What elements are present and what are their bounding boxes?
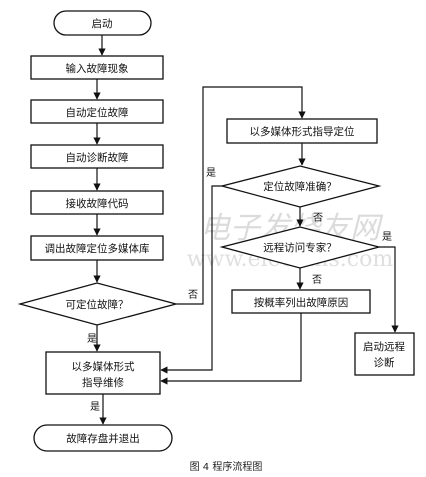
node-start-label: 启动 xyxy=(92,17,113,30)
edge-remote-expert-yes xyxy=(379,246,399,333)
node-launch-remote-line2: 诊断 xyxy=(374,356,395,369)
node-receive-code-label: 接收故障代码 xyxy=(66,197,129,210)
node-auto-diagnose-label: 自动诊断故障 xyxy=(66,151,129,164)
label-remote-expert-no: 否 xyxy=(312,274,322,286)
node-start: 启动 xyxy=(53,10,152,36)
node-list-causes-label: 按概率列出故障原因 xyxy=(254,296,349,309)
node-save-exit: 故障存盘并退出 xyxy=(33,424,173,452)
node-list-causes: 按概率列出故障原因 xyxy=(231,289,371,314)
decision-remote-expert: 远程访问专家？ xyxy=(219,226,382,269)
node-save-exit-label: 故障存盘并退出 xyxy=(66,432,140,445)
label-can-locate-no: 否 xyxy=(188,289,198,301)
label-guide-repair-yes: 是 xyxy=(90,401,100,413)
label-locate-correct-no: 否 xyxy=(313,212,323,224)
decision-can-locate-label: 可定位故障？ xyxy=(66,298,129,311)
edge-locate-correct-yes xyxy=(160,185,222,374)
decision-remote-expert-label: 远程访问专家？ xyxy=(263,241,337,254)
label-locate-correct-yes: 是 xyxy=(206,167,216,179)
node-auto-diagnose: 自动诊断故障 xyxy=(30,144,164,169)
node-guide-locate: 以多媒体形式指导定位 xyxy=(226,118,378,144)
node-input-fault: 输入故障现象 xyxy=(30,55,164,80)
decision-locate-correct-label: 定位故障准确？ xyxy=(263,180,337,193)
node-guide-repair: 以多媒体形式 指导维修 xyxy=(45,351,161,395)
node-launch-remote-line1: 启动远程 xyxy=(363,340,405,353)
edge-list-causes-return xyxy=(160,313,302,385)
node-launch-remote: 启动远程 诊断 xyxy=(354,332,415,376)
label-can-locate-yes: 是 xyxy=(87,333,97,345)
edge-can-locate-no xyxy=(176,86,306,305)
node-input-fault-label: 输入故障现象 xyxy=(66,62,129,75)
node-call-multimedia: 调出故障定位多媒体库 xyxy=(30,235,164,261)
decision-can-locate: 可定位故障？ xyxy=(17,282,179,326)
decision-locate-correct: 定位故障准确？ xyxy=(219,165,382,208)
label-remote-expert-yes: 是 xyxy=(382,231,392,243)
node-auto-locate-label: 自动定位故障 xyxy=(66,106,129,119)
node-receive-code: 接收故障代码 xyxy=(30,190,164,215)
node-guide-repair-line1: 以多媒体形式 xyxy=(72,360,135,373)
node-guide-locate-label: 以多媒体形式指导定位 xyxy=(250,125,355,138)
connectors xyxy=(93,35,399,425)
node-auto-locate: 自动定位故障 xyxy=(30,99,164,124)
node-call-multimedia-label: 调出故障定位多媒体库 xyxy=(45,242,150,255)
node-guide-repair-line2: 指导维修 xyxy=(82,376,124,389)
figure-caption: 图 4 程序流程图 xyxy=(190,460,263,473)
